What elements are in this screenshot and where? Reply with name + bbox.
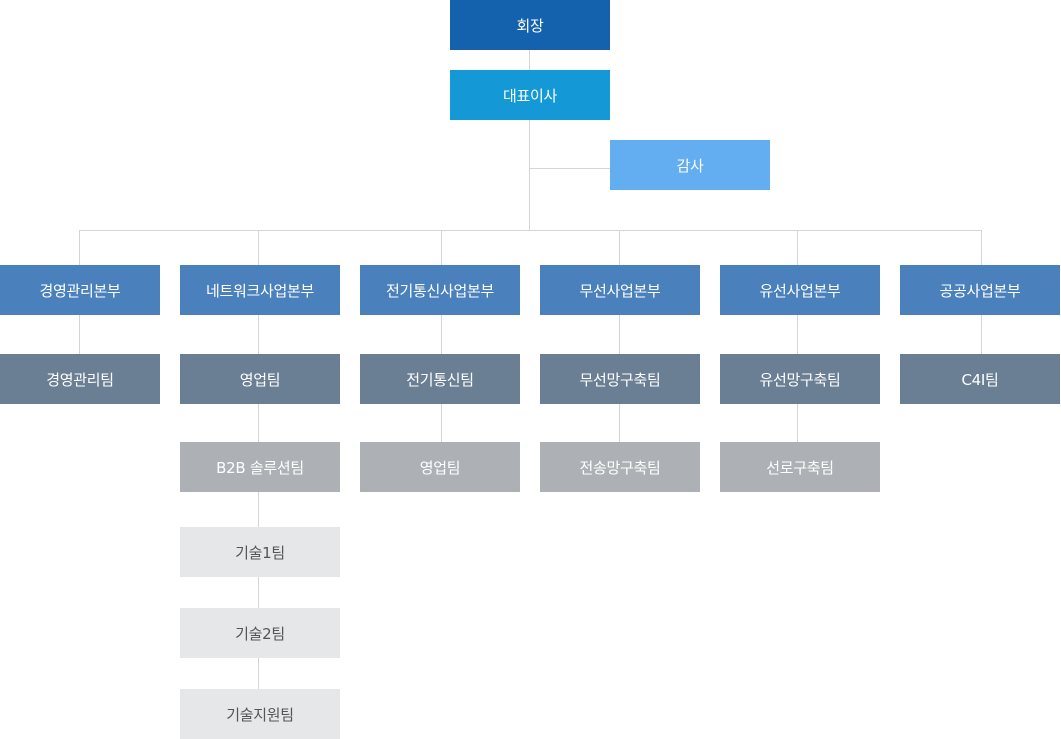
connector-col3-team (441, 315, 442, 354)
connector-division-5 (797, 230, 798, 265)
connector-division-3 (441, 230, 442, 265)
connector-col1-team (79, 315, 80, 354)
division-box: 유선사업본부 (720, 265, 880, 315)
connector-col4-sub (619, 404, 620, 442)
connector-division-1 (79, 230, 80, 265)
sub-team-box: B2B 솔루션팀 (180, 442, 340, 492)
sub-team-box: 영업팀 (360, 442, 520, 492)
chairman-box: 회장 (450, 0, 610, 50)
connector-chairman-ceo (529, 50, 530, 70)
connector-col2-sub2-a (258, 492, 259, 527)
division-box: 무선사업본부 (540, 265, 700, 315)
division-box: 공공사업본부 (900, 265, 1060, 315)
team-box: 무선망구축팀 (540, 354, 700, 404)
division-box: 네트워크사업본부 (180, 265, 340, 315)
connector-col2-team (258, 315, 259, 354)
team-box: 영업팀 (180, 354, 340, 404)
team-box: 전기통신팀 (360, 354, 520, 404)
tech-team-box: 기술2팀 (180, 608, 340, 658)
connector-division-2 (258, 230, 259, 265)
connector-col3-sub (441, 404, 442, 442)
connector-division-bar (79, 230, 981, 231)
division-box: 경영관리본부 (0, 265, 160, 315)
connector-col2-sub2-c (258, 658, 259, 689)
connector-col5-team (797, 315, 798, 354)
connector-col6-team (981, 315, 982, 354)
division-box: 전기통신사업본부 (360, 265, 520, 315)
tech-team-box: 기술지원팀 (180, 689, 340, 739)
team-box: C4I팀 (900, 354, 1060, 404)
sub-team-box: 선로구축팀 (720, 442, 880, 492)
sub-team-box: 전송망구축팀 (540, 442, 700, 492)
connector-ceo-trunk (529, 120, 530, 231)
connector-col4-team (619, 315, 620, 354)
connector-audit (529, 168, 610, 169)
connector-col5-sub (797, 404, 798, 442)
connector-division-6 (981, 230, 982, 265)
connector-division-4 (619, 230, 620, 265)
connector-col2-sub (258, 404, 259, 442)
audit-box: 감사 (610, 140, 770, 190)
ceo-box: 대표이사 (450, 70, 610, 120)
tech-team-box: 기술1팀 (180, 527, 340, 577)
team-box: 경영관리팀 (0, 354, 160, 404)
connector-col2-sub2-b (258, 577, 259, 608)
team-box: 유선망구축팀 (720, 354, 880, 404)
